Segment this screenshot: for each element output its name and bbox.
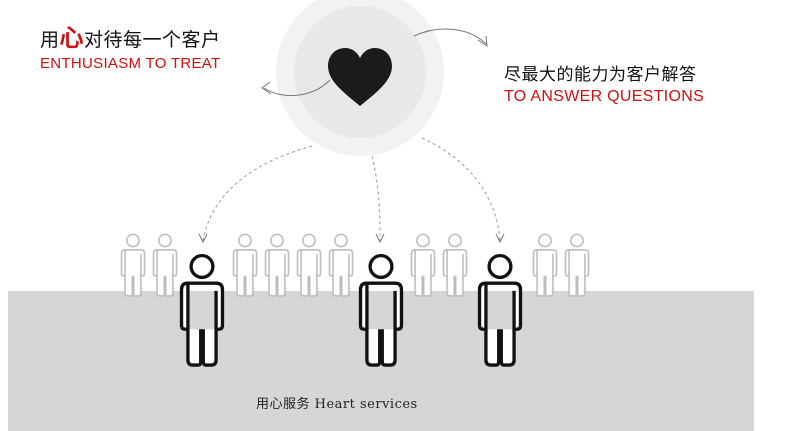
person-icon — [296, 233, 322, 297]
left-tagline-cn-accent: 心 — [59, 24, 85, 52]
person-icon — [442, 233, 468, 297]
person-icon — [179, 253, 225, 367]
person-icon — [358, 253, 404, 367]
person-icon — [328, 233, 354, 297]
person-icon — [532, 233, 558, 297]
highlighted-people-group — [179, 253, 523, 367]
left-tagline-cn-prefix: 用 — [40, 29, 60, 51]
left-tagline-cn: 用心对待每一个客户 — [40, 18, 221, 53]
faded-people-group — [120, 233, 590, 297]
person-icon — [264, 233, 290, 297]
left-tagline: 用心对待每一个客户 ENTHUSIASM TO TREAT — [40, 18, 221, 72]
person-icon — [410, 233, 436, 297]
person-icon — [152, 233, 178, 297]
heart-icon — [328, 48, 392, 106]
dashed-pointer-right — [421, 137, 501, 241]
person-icon — [564, 233, 590, 297]
left-tagline-cn-suffix: 对待每一个客户 — [84, 29, 221, 51]
heart-emblem — [276, 0, 444, 156]
person-icon — [477, 253, 523, 367]
right-tagline-cn: 尽最大的能力为客户解答 — [504, 65, 697, 85]
right-tagline-en: TO ANSWER QUESTIONS — [504, 88, 705, 105]
left-tagline-en: ENTHUSIASM TO TREAT — [40, 55, 221, 72]
right-tagline: 尽最大的能力为客户解答 TO ANSWER QUESTIONS — [504, 60, 704, 106]
dashed-pointer-left — [202, 145, 313, 241]
person-icon — [232, 233, 258, 297]
person-icon — [120, 233, 146, 297]
curved-arrow-left — [263, 79, 331, 97]
dashed-pointer-center — [371, 155, 381, 241]
footer-caption: 用心服务 Heart services — [256, 397, 418, 412]
curved-arrow-right — [413, 28, 487, 45]
